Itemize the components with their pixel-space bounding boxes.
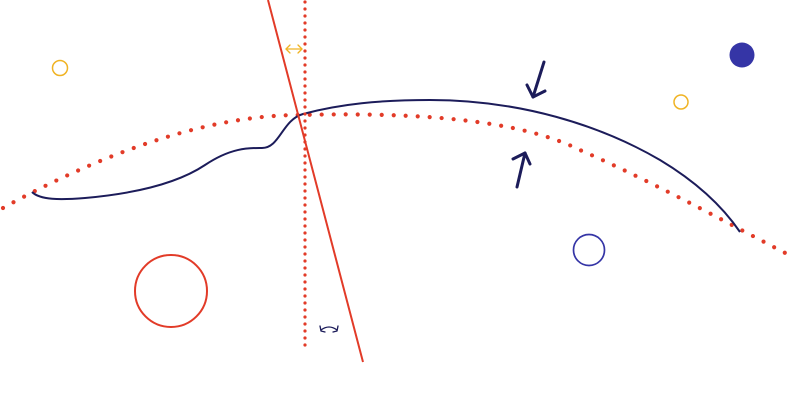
navy-solid-curve (31, 98, 741, 233)
indigo-ring (572, 233, 606, 267)
small-yellow-ring-right (673, 94, 689, 110)
dotted-red-curve (0, 112, 798, 261)
double-arrow-icon (285, 44, 303, 54)
red-diagonal-line (267, 0, 364, 363)
curved-double-arrow-icon (319, 325, 339, 333)
large-red-ring (134, 254, 208, 328)
arrow-down-left-icon (525, 60, 547, 99)
small-yellow-ring-left (51, 59, 69, 77)
arrow-up-icon (511, 151, 532, 189)
indigo-filled-dot (729, 42, 755, 68)
